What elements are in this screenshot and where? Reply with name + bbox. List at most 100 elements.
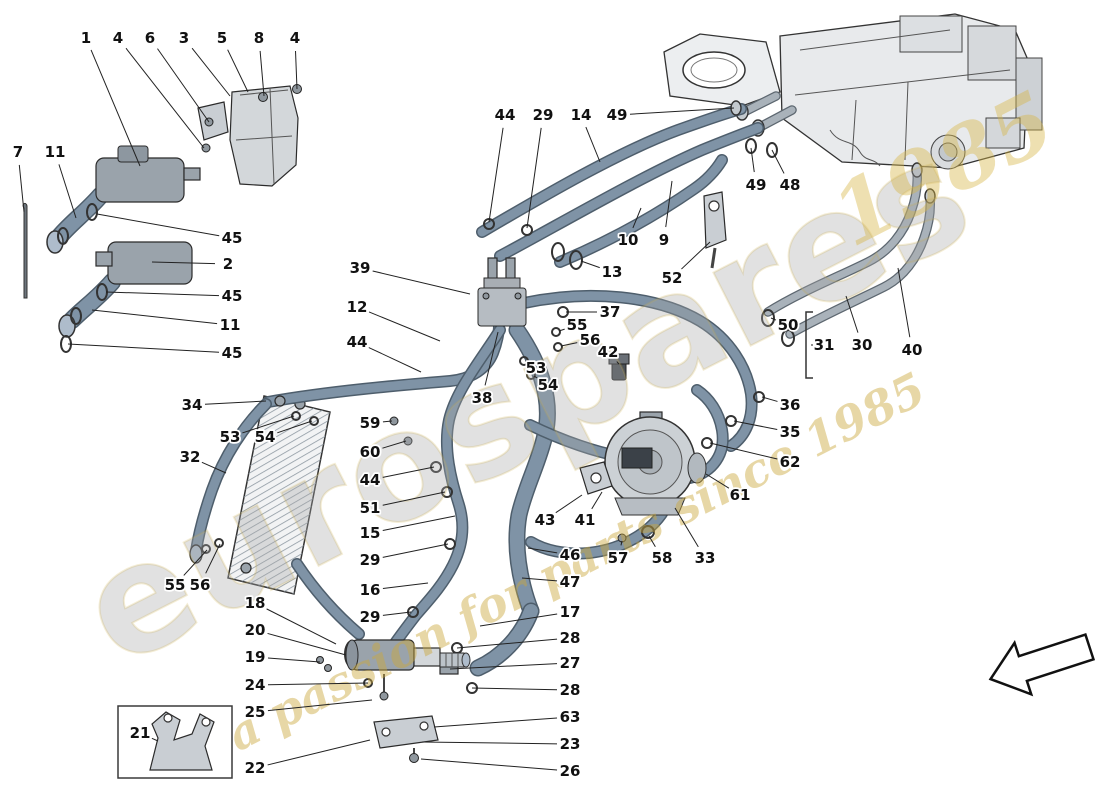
radiator-core bbox=[228, 396, 330, 594]
pump-nipple bbox=[183, 167, 201, 181]
callout-29: 29 bbox=[533, 106, 554, 124]
leader-line-8 bbox=[259, 50, 265, 97]
leader-line-63 bbox=[433, 717, 558, 728]
pipe-union bbox=[781, 329, 795, 347]
leader-line-13 bbox=[580, 260, 600, 269]
hvac-unit bbox=[663, 13, 1043, 170]
leader-line-48 bbox=[771, 149, 785, 174]
washer-55b bbox=[201, 544, 211, 554]
callout-3: 3 bbox=[179, 29, 189, 47]
heater-tube-1 bbox=[740, 92, 780, 116]
heater-pipe-b bbox=[786, 194, 934, 338]
callout-57: 57 bbox=[608, 549, 629, 567]
bolt-25 bbox=[379, 691, 389, 701]
callout-28: 28 bbox=[560, 681, 581, 699]
callout-41: 41 bbox=[575, 511, 596, 529]
support-bracket bbox=[373, 715, 439, 763]
pump-hose-upper bbox=[52, 188, 108, 244]
callout-58: 58 bbox=[652, 549, 673, 567]
leader-line-17 bbox=[479, 613, 558, 627]
washer-54b bbox=[309, 416, 319, 426]
leader-line-26 bbox=[420, 758, 558, 771]
callout-45: 45 bbox=[222, 229, 243, 247]
bolt bbox=[258, 92, 268, 102]
retaining-rod bbox=[22, 202, 28, 299]
callout-38: 38 bbox=[472, 389, 493, 407]
callout-10: 10 bbox=[618, 231, 639, 249]
fitting-48 bbox=[766, 142, 778, 158]
hose-run-61 bbox=[685, 385, 728, 483]
callout-12: 12 bbox=[347, 298, 368, 316]
pump-cap bbox=[95, 251, 113, 267]
hose-clamp bbox=[57, 227, 69, 245]
callout-8: 8 bbox=[254, 29, 264, 47]
callout-42: 42 bbox=[598, 343, 619, 361]
leader-line-34 bbox=[204, 400, 267, 405]
direction-arrow bbox=[988, 632, 1096, 697]
valve-body bbox=[477, 287, 527, 327]
hose-clamp bbox=[86, 203, 98, 221]
leader-line-25 bbox=[267, 699, 373, 712]
callout-63: 63 bbox=[560, 708, 581, 726]
leader-line-44 bbox=[368, 347, 422, 373]
callout-47: 47 bbox=[560, 573, 581, 591]
leader-line-57 bbox=[620, 540, 623, 546]
callout-45: 45 bbox=[222, 287, 243, 305]
callout-32: 32 bbox=[180, 448, 201, 466]
washer-56 bbox=[553, 342, 563, 352]
leader-line-11 bbox=[58, 164, 77, 219]
leader-line-18 bbox=[266, 608, 337, 645]
leader-line-55 bbox=[183, 549, 208, 576]
hvac-body bbox=[779, 13, 1029, 169]
washer-53 bbox=[519, 356, 529, 366]
leader-line-36 bbox=[761, 396, 778, 402]
clamp-13b bbox=[569, 250, 583, 270]
callout-22: 22 bbox=[245, 759, 266, 777]
callout-15: 15 bbox=[360, 524, 381, 542]
callout-27: 27 bbox=[560, 654, 581, 672]
expansion-valve bbox=[477, 257, 527, 327]
bracket-plate bbox=[229, 85, 299, 187]
callout-44: 44 bbox=[360, 471, 381, 489]
bracket-hole bbox=[201, 717, 211, 727]
callout-26: 26 bbox=[560, 762, 581, 780]
bracket-hole bbox=[163, 713, 173, 723]
leader-line-28 bbox=[471, 687, 558, 691]
callout-11: 11 bbox=[45, 143, 66, 161]
leader-line-54 bbox=[277, 420, 313, 434]
leader-line-44 bbox=[382, 466, 435, 478]
callout-16: 16 bbox=[360, 581, 381, 599]
leader-line-52 bbox=[681, 241, 711, 270]
callout-53: 53 bbox=[220, 428, 241, 446]
water-pump-lower bbox=[58, 241, 193, 353]
leader-line-12 bbox=[368, 311, 441, 342]
callout-33: 33 bbox=[695, 549, 716, 567]
callout-54: 54 bbox=[255, 428, 276, 446]
leader-line-53 bbox=[524, 360, 528, 363]
callout-56: 56 bbox=[580, 331, 601, 349]
leader-line-49 bbox=[629, 107, 735, 115]
leader-line-9 bbox=[665, 180, 673, 228]
nipple-end bbox=[461, 652, 471, 668]
callout-50: 50 bbox=[778, 316, 799, 334]
hvac-wiring bbox=[829, 129, 881, 167]
duct-opening-inner bbox=[690, 57, 738, 83]
callout-54: 54 bbox=[538, 376, 559, 394]
hose-run-10 bbox=[555, 155, 727, 267]
leader-line-16 bbox=[382, 582, 429, 589]
clamp-13a bbox=[551, 242, 565, 262]
leader-line-1 bbox=[90, 49, 141, 167]
callout-59: 59 bbox=[360, 414, 381, 432]
callout-23: 23 bbox=[560, 735, 581, 753]
leader-line-29 bbox=[382, 543, 449, 558]
callout-2: 2 bbox=[223, 255, 233, 273]
callout-60: 60 bbox=[360, 443, 381, 461]
leader-line-62 bbox=[709, 442, 778, 460]
leader-line-56 bbox=[560, 342, 578, 347]
callout-24: 24 bbox=[245, 676, 266, 694]
callout-55: 55 bbox=[165, 576, 186, 594]
compressor bbox=[604, 411, 707, 516]
leader-lines bbox=[18, 47, 911, 771]
washer-54 bbox=[526, 370, 536, 380]
